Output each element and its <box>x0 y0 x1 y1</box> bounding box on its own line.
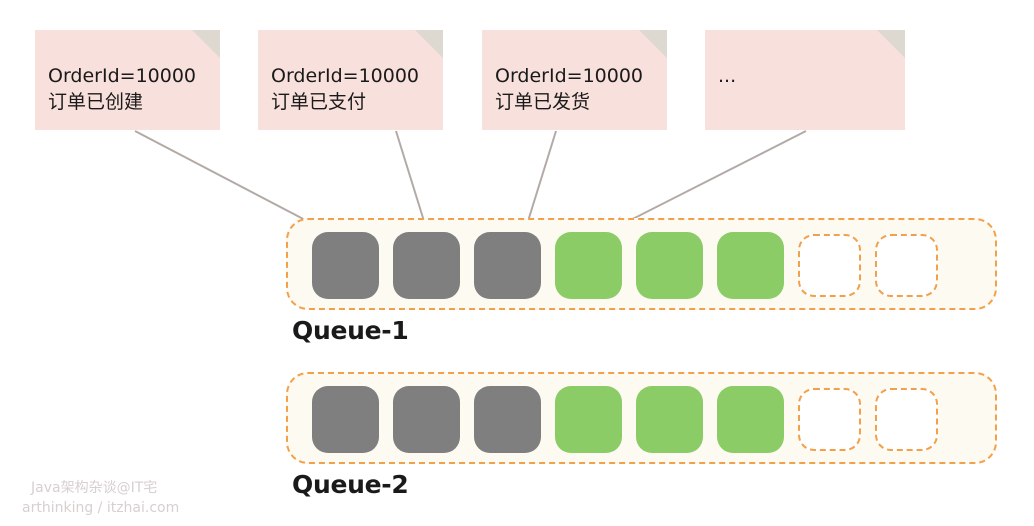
queue-label-2: Queue-2 <box>292 470 409 499</box>
queue-slot-empty-7 <box>798 388 861 451</box>
queue-slot-gray-2 <box>393 232 460 299</box>
queue-slot-green-5 <box>636 232 703 299</box>
queue-slot-empty-8 <box>875 388 938 451</box>
message-note-2: OrderId=10000 订单已支付 <box>258 30 443 130</box>
queue-slots-row <box>312 386 938 453</box>
queue-slot-empty-7 <box>798 234 861 297</box>
queue-slot-gray-1 <box>312 232 379 299</box>
queue-container-1 <box>286 218 997 310</box>
queue-label-1: Queue-1 <box>292 316 409 345</box>
queue-slots-row <box>312 232 938 299</box>
queue-slot-green-4 <box>555 232 622 299</box>
queue-slot-green-6 <box>717 386 784 453</box>
queue-slot-gray-2 <box>393 386 460 453</box>
queue-slot-green-6 <box>717 232 784 299</box>
message-note-text: OrderId=10000 订单已发货 <box>495 65 644 113</box>
note-fold-corner-icon <box>877 30 905 58</box>
watermark-line-2: arthinking / itzhai.com <box>22 500 180 516</box>
message-note-3: OrderId=10000 订单已发货 <box>482 30 667 130</box>
flow-arrow-4 <box>609 130 807 231</box>
message-note-text: ... <box>718 65 737 87</box>
watermark-line-1: Java架构杂谈@IT宅 <box>31 480 158 496</box>
message-note-4: ... <box>705 30 905 130</box>
queue-slot-gray-3 <box>474 232 541 299</box>
message-note-text: OrderId=10000 订单已创建 <box>48 65 197 113</box>
queue-container-2 <box>286 372 997 464</box>
queue-slot-green-4 <box>555 386 622 453</box>
queue-slot-gray-1 <box>312 386 379 453</box>
note-fold-corner-icon <box>192 30 220 58</box>
queue-slot-green-5 <box>636 386 703 453</box>
message-note-text: OrderId=10000 订单已支付 <box>271 65 420 113</box>
note-fold-corner-icon <box>639 30 667 58</box>
queue-slot-gray-3 <box>474 386 541 453</box>
note-fold-corner-icon <box>415 30 443 58</box>
queue-slot-empty-8 <box>875 234 938 297</box>
message-note-1: OrderId=10000 订单已创建 <box>35 30 220 130</box>
